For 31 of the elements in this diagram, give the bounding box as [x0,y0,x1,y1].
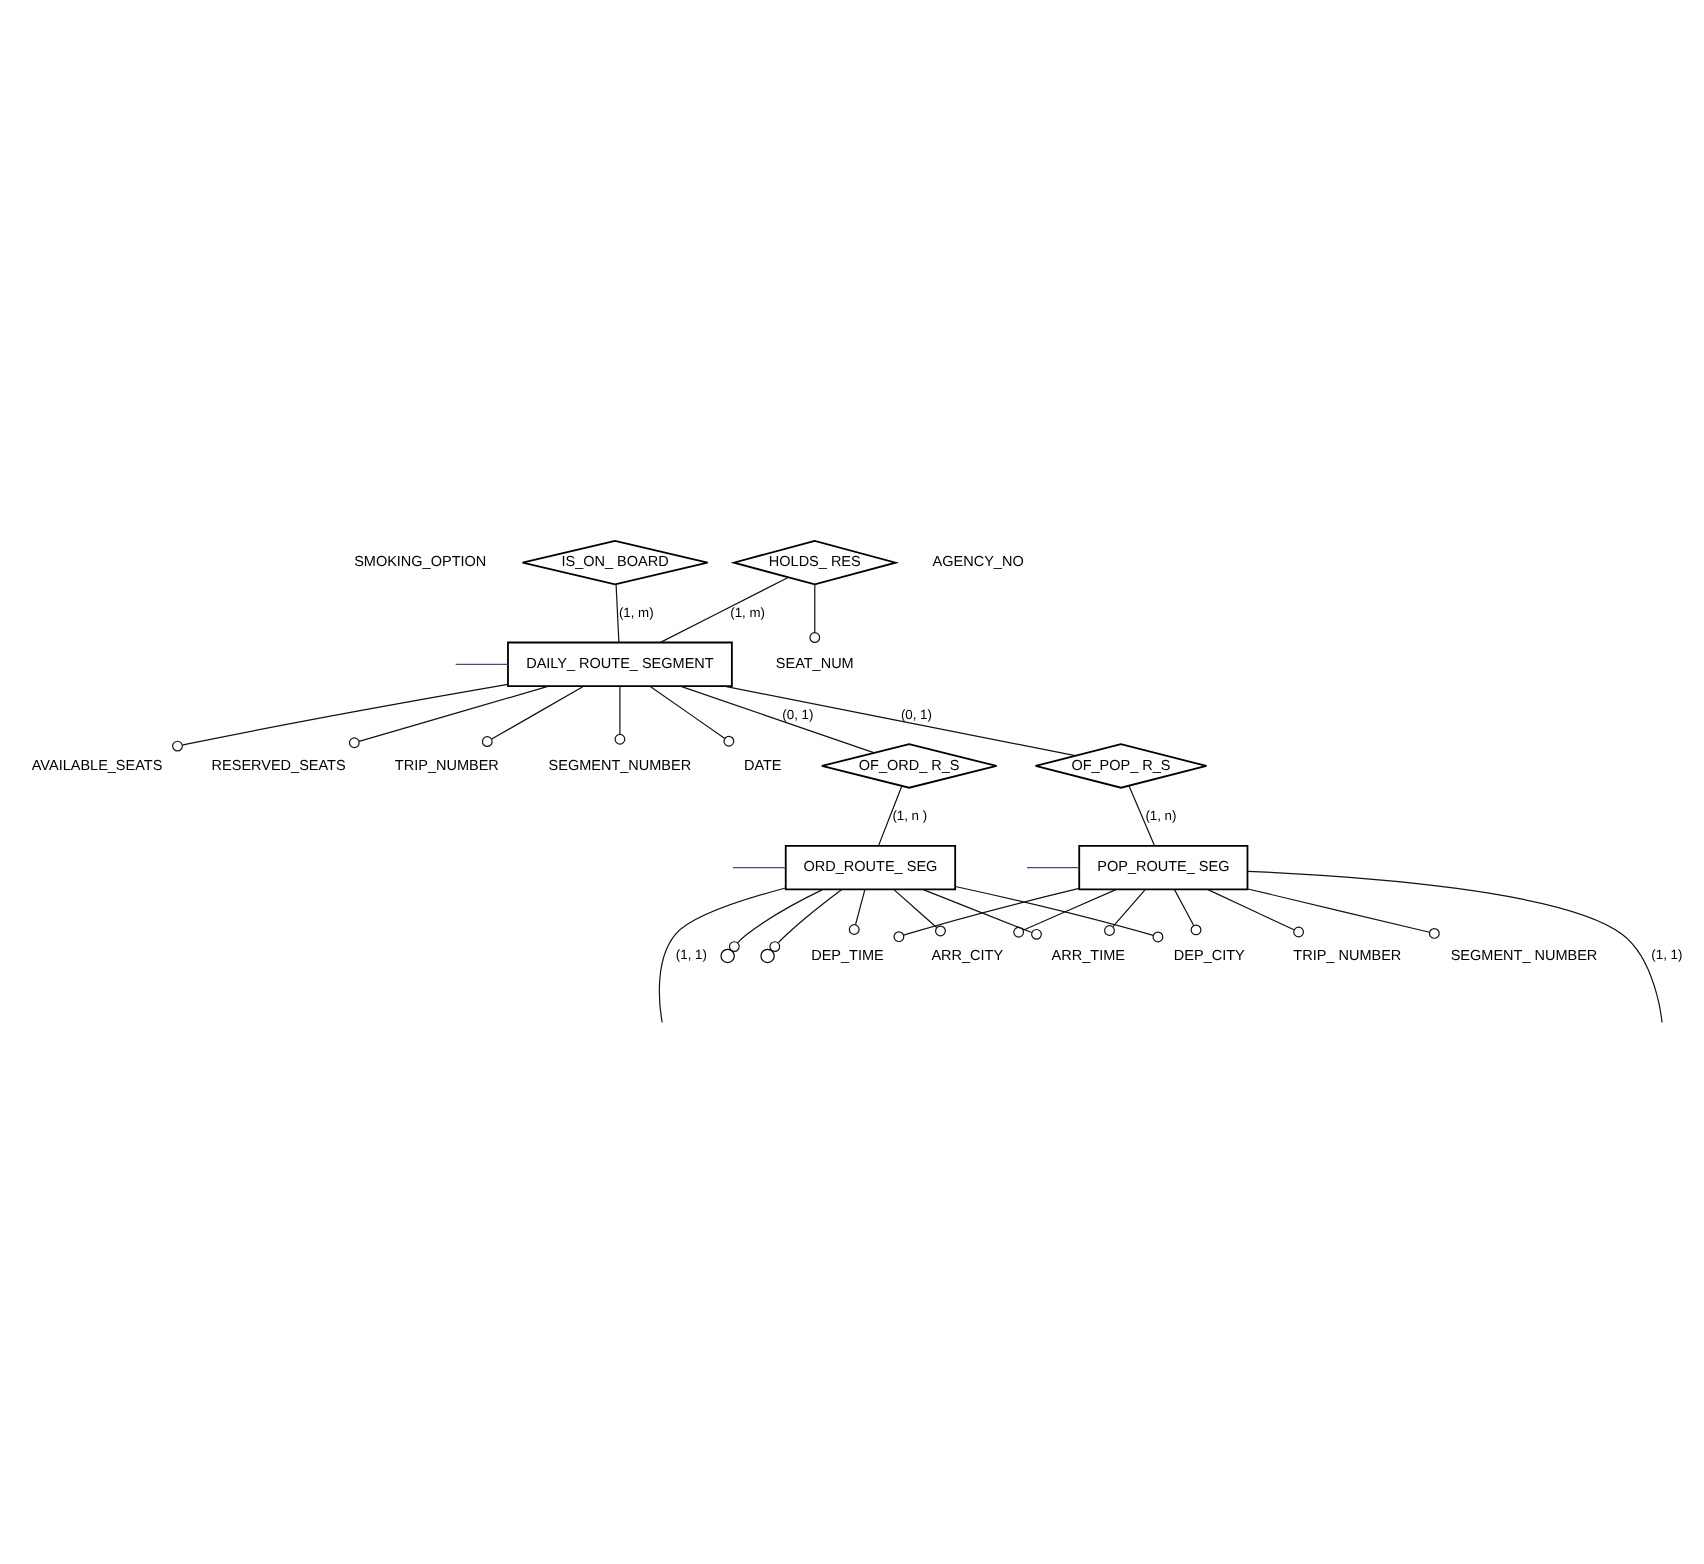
connector [679,684,875,753]
connector [481,684,585,746]
node-circle [760,947,775,963]
connector [1026,866,1080,868]
connector [1206,887,1305,937]
connector [723,684,1076,756]
connector [922,887,1042,939]
connector [848,888,866,934]
connector [1247,869,1663,1023]
connector [1013,887,1117,937]
connector [614,684,626,744]
connector [658,886,787,1023]
connector [1173,888,1202,935]
connector [455,662,509,664]
connector [809,583,821,642]
connector [728,888,824,952]
connector [659,575,789,642]
connector [769,888,843,952]
connector [893,888,946,936]
connector [1128,784,1156,846]
connector [877,784,903,846]
connector [649,684,735,746]
connector [893,886,1080,942]
connector [1247,887,1440,938]
connector [172,682,509,751]
node-circle [720,947,735,963]
connector [348,684,550,748]
connector [954,884,1164,942]
connector [732,866,787,868]
connector [615,582,620,642]
connector [1104,888,1146,935]
